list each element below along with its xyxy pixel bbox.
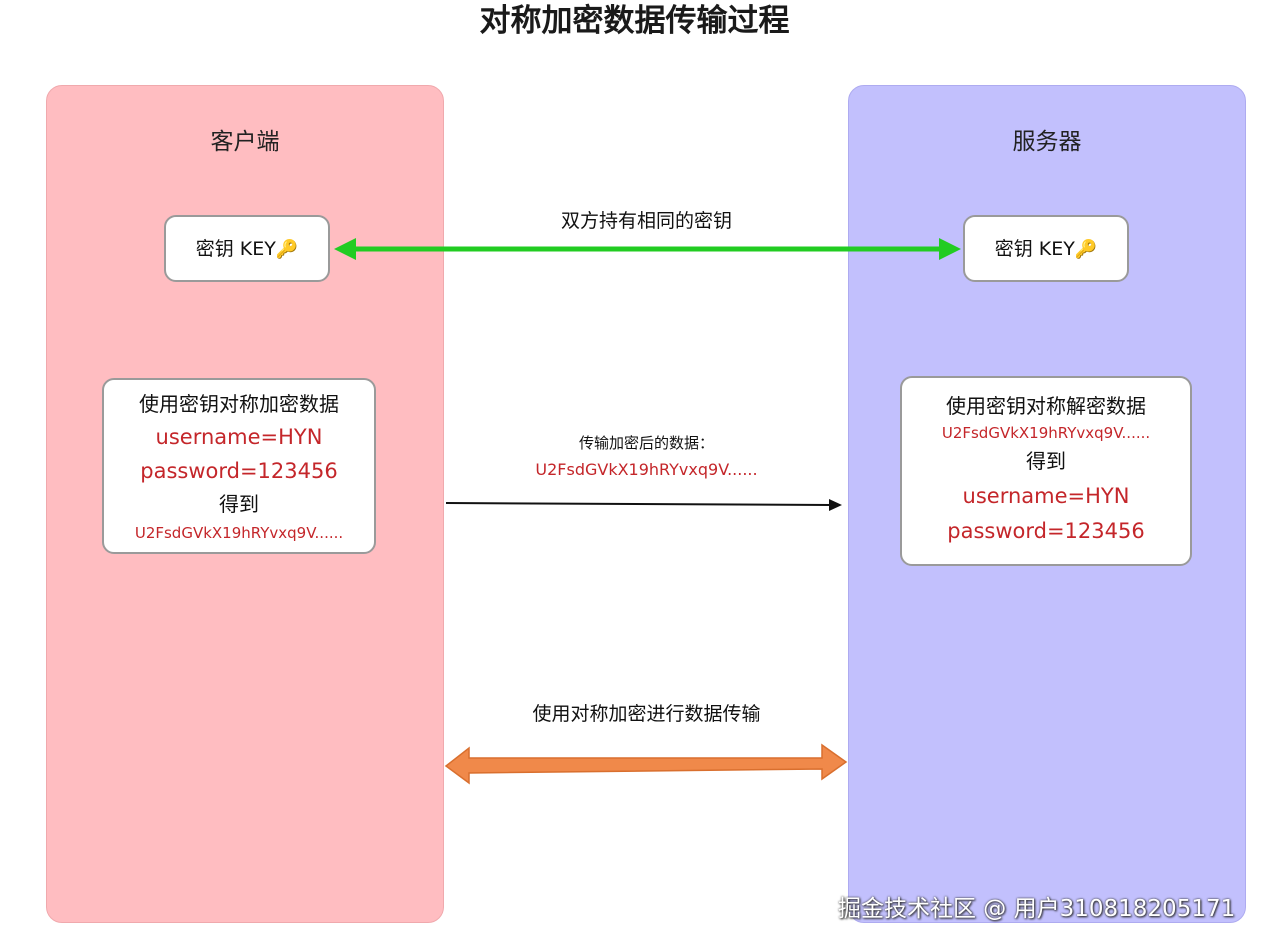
server-key-label: 密钥 KEY bbox=[994, 238, 1075, 260]
client-result-label: 得到 bbox=[219, 492, 259, 516]
client-username: username=HYN bbox=[155, 425, 323, 449]
shared-key-label: 双方持有相同的密钥 bbox=[560, 210, 732, 232]
server-result-label: 得到 bbox=[1026, 449, 1066, 473]
client-process-heading: 使用密钥对称加密数据 bbox=[139, 392, 339, 416]
client-encrypt-box: 使用密钥对称加密数据 username=HYN password=123456 … bbox=[102, 378, 376, 554]
client-title: 客户端 bbox=[210, 129, 280, 155]
watermark: 掘金技术社区 @ 用户3108182051​71 bbox=[838, 896, 1236, 922]
key-icon: 🔑 bbox=[275, 239, 299, 260]
symmetric-transfer-label: 使用对称加密进行数据传输 bbox=[532, 703, 761, 725]
server-title: 服务器 bbox=[1012, 129, 1082, 155]
client-ciphertext: U2FsdGVkX19hRYvxq9V...... bbox=[134, 524, 344, 542]
symmetric-transfer-arrow bbox=[444, 743, 848, 785]
key-icon: 🔑 bbox=[1074, 239, 1098, 260]
transfer-label: 传输加密后的数据： bbox=[578, 434, 714, 452]
server-ciphertext: U2FsdGVkX19hRYvxq9V...... bbox=[941, 424, 1151, 442]
server-username: username=HYN bbox=[962, 484, 1130, 508]
transfer-ciphertext: U2FsdGVkX19hRYvxq9V...... bbox=[535, 460, 758, 479]
client-key-box: 密钥 KEY🔑 bbox=[164, 215, 330, 282]
client-password: password=123456 bbox=[140, 459, 338, 483]
server-process-heading: 使用密钥对称解密数据 bbox=[946, 394, 1146, 418]
diagram-title: 对称加密数据传输过程 bbox=[479, 3, 790, 39]
server-decrypt-box: 使用密钥对称解密数据 U2FsdGVkX19hRYvxq9V...... 得到 … bbox=[900, 376, 1192, 566]
server-password: password=123456 bbox=[947, 519, 1145, 543]
transfer-arrow bbox=[445, 499, 842, 511]
shared-key-arrow bbox=[334, 238, 961, 260]
client-key-label: 密钥 KEY bbox=[195, 238, 276, 260]
server-key-box: 密钥 KEY🔑 bbox=[963, 215, 1129, 282]
